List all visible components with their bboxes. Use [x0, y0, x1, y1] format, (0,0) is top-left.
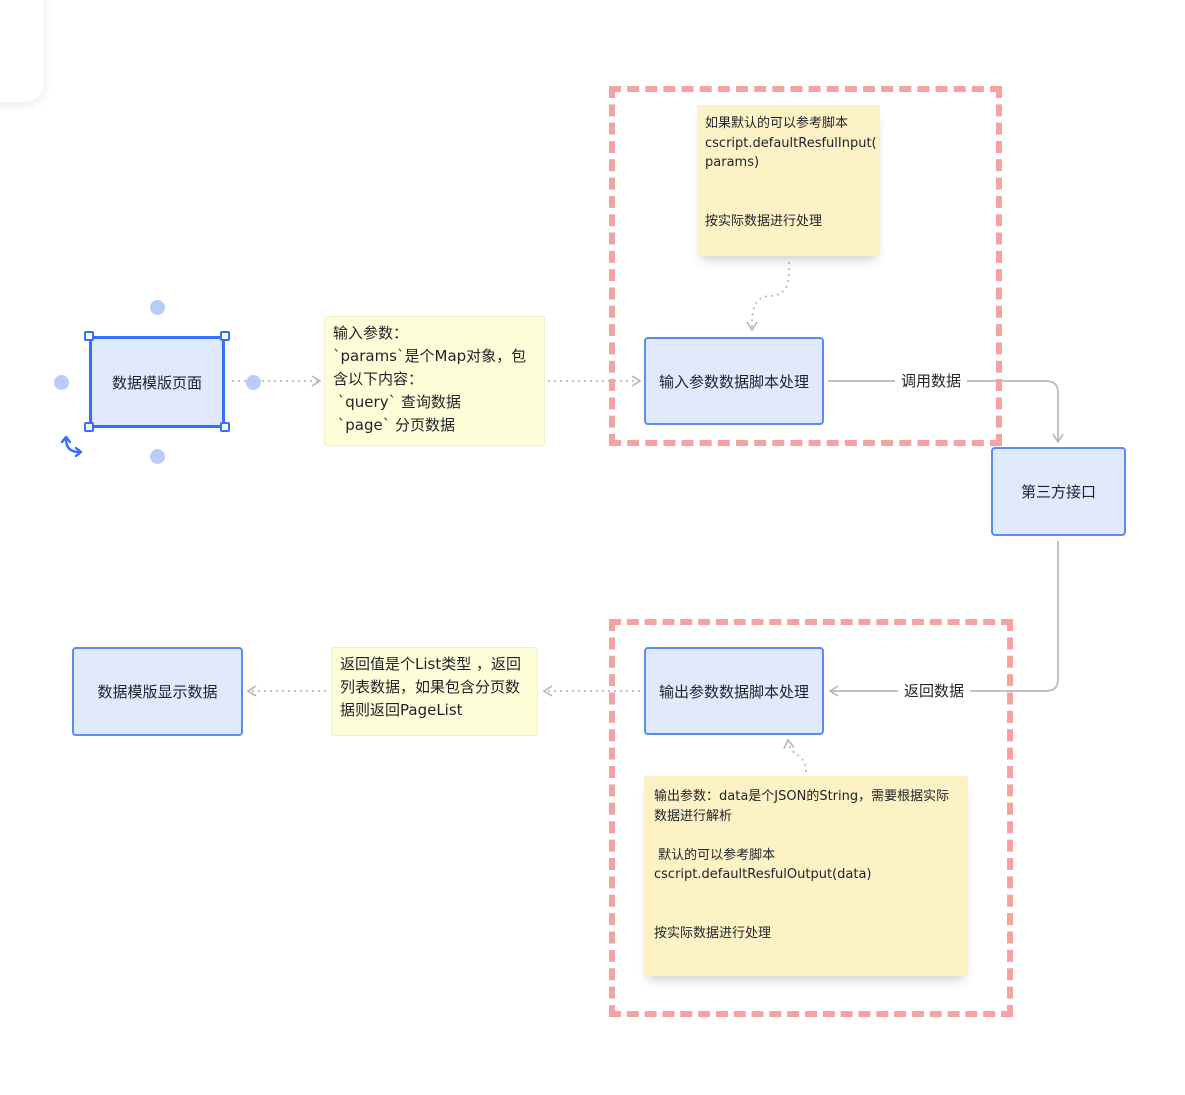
edge-return-data[interactable]: [828, 541, 1059, 697]
node-input-script-label: 输入参数数据脚本处理: [658, 372, 809, 391]
connect-anchor-top[interactable]: [150, 300, 165, 315]
node-input-script[interactable]: 输入参数数据脚本处理: [644, 337, 824, 425]
node-output-script[interactable]: 输出参数数据脚本处理: [644, 647, 824, 735]
node-third-party-api-label: 第三方接口: [1020, 483, 1096, 501]
edge-label-return-data[interactable]: 返回数据: [898, 681, 971, 701]
edge-label-call-data[interactable]: 调用数据: [895, 371, 968, 391]
connect-anchor-left[interactable]: [54, 375, 69, 390]
note-input-params[interactable]: 输入参数： `params`是个Map对象，包含以下内容： `query` 查询…: [324, 316, 545, 446]
input-script-group[interactable]: [609, 86, 1002, 446]
connect-anchor-bottom[interactable]: [150, 449, 165, 464]
resize-handle-top-left[interactable]: [84, 331, 94, 341]
sticky-input-default[interactable]: 如果默认的可以参考脚本 cscript.defaultResfulInput( …: [697, 105, 880, 256]
node-template-page-label: 数据模版页面: [111, 373, 202, 392]
node-third-party-api[interactable]: 第三方接口: [991, 447, 1126, 536]
output-script-group[interactable]: [609, 619, 1013, 1017]
resize-handle-top-right[interactable]: [220, 331, 230, 341]
node-output-script-label: 输出参数数据脚本处理: [658, 682, 809, 701]
edge-call-data[interactable]: [828, 380, 1064, 444]
node-template-display-label: 数据模版显示数据: [97, 683, 218, 701]
note-return-value[interactable]: 返回值是个List类型 ，返回列表数据，如果包含分页数据则返回PageList: [331, 647, 538, 736]
node-template-page[interactable]: 数据模版页面: [89, 336, 225, 428]
sticky-output-default[interactable]: 输出参数：data是个JSON的String，需要根据实际数据进行解析 默认的可…: [644, 776, 968, 976]
resize-handle-bottom-left[interactable]: [84, 422, 94, 432]
toolbar-corner-panel: [0, 0, 44, 102]
edge-sticky-to-output-script[interactable]: [783, 738, 807, 773]
rotate-icon[interactable]: [60, 434, 86, 460]
resize-handle-bottom-right[interactable]: [220, 422, 230, 432]
node-template-display[interactable]: 数据模版显示数据: [72, 647, 243, 736]
connect-anchor-right[interactable]: [246, 375, 261, 390]
